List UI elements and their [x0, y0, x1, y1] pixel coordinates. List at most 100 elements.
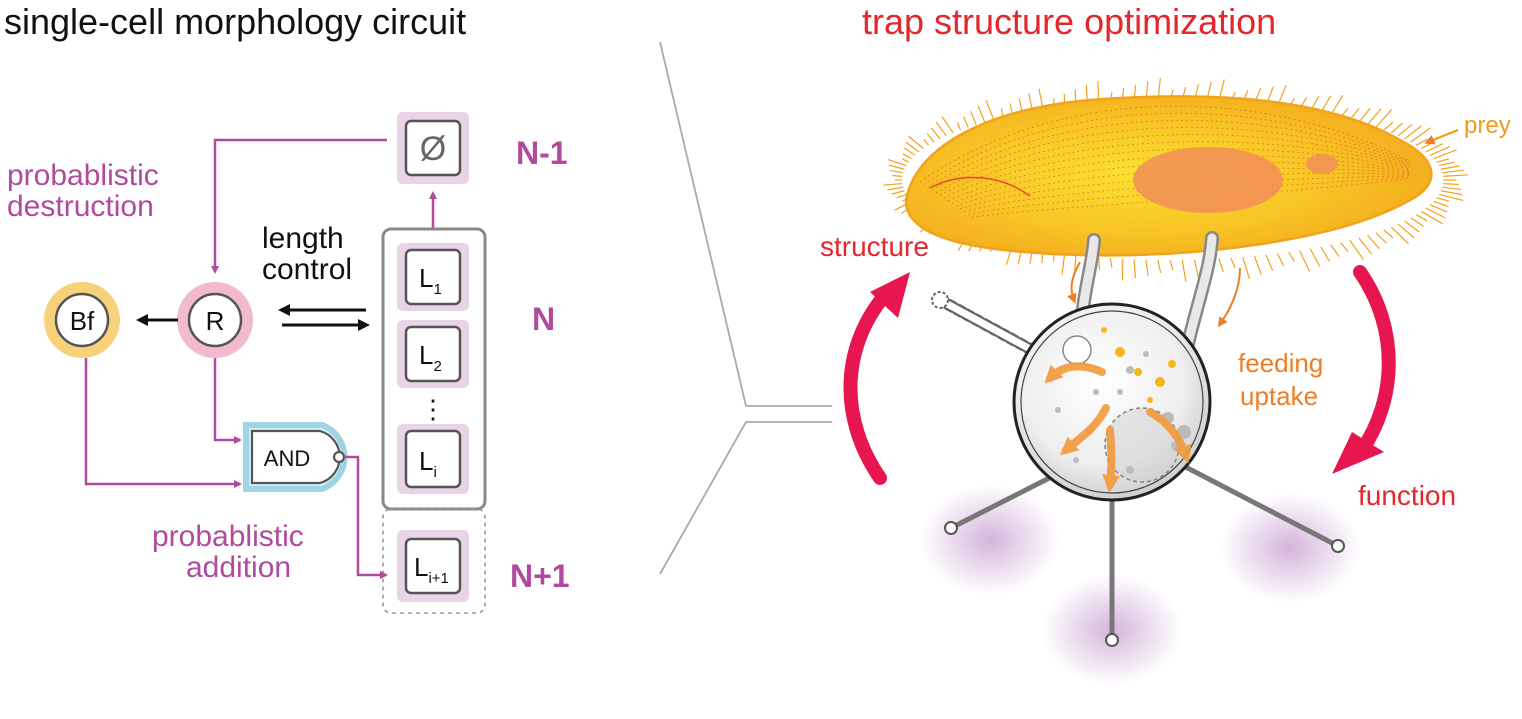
cilium — [1169, 259, 1174, 271]
structure-arrow — [843, 289, 891, 485]
l-box-1: L1 — [397, 243, 469, 311]
glow-left — [920, 485, 1060, 595]
svg-text:Li: Li — [419, 446, 437, 481]
bf-node: Bf — [44, 282, 120, 358]
vesicle — [1101, 327, 1107, 333]
cilium — [1438, 161, 1455, 167]
cilium — [896, 193, 907, 199]
cilium — [985, 100, 995, 120]
cilium — [1404, 125, 1422, 140]
prey-stripe — [931, 127, 1411, 191]
l-box-2-base: L — [419, 340, 433, 370]
cilium — [1145, 259, 1149, 276]
cilium — [1421, 210, 1443, 225]
cilium — [908, 135, 924, 150]
cilium — [1410, 217, 1424, 227]
and-gate-label: AND — [264, 446, 310, 471]
cilium — [1121, 258, 1124, 281]
cilium — [963, 116, 969, 128]
cilium — [1288, 251, 1295, 262]
cilium — [1443, 174, 1469, 178]
prey-stripe — [935, 134, 1411, 194]
cilium — [956, 122, 962, 131]
cilium — [902, 158, 910, 163]
cilium — [926, 133, 935, 143]
cilium — [1298, 250, 1311, 272]
label-n: N — [532, 301, 555, 337]
feeding-arrow-right — [1217, 267, 1241, 328]
cilium — [1429, 145, 1451, 156]
length-control-line1: length — [262, 222, 344, 255]
cilium — [1276, 253, 1285, 267]
cilium — [1442, 186, 1462, 191]
feeding-label-line1: feeding — [1238, 348, 1323, 378]
cilium — [1375, 109, 1393, 128]
prey-pointer-arrow — [1424, 128, 1459, 145]
addition-label-line1: probablistic — [152, 520, 304, 553]
feeding-arrow-left — [1067, 261, 1081, 304]
vesicle — [1147, 397, 1153, 403]
vesicle — [1117, 389, 1123, 395]
vesicle — [1155, 377, 1165, 387]
cilium — [1429, 204, 1448, 213]
cilium — [1436, 158, 1450, 163]
cilium — [1133, 259, 1137, 279]
empty-set-box: Ø — [397, 112, 469, 184]
cilium — [1358, 108, 1371, 123]
prey-stripe — [947, 154, 1411, 202]
l-box-1-sub: 1 — [433, 281, 441, 298]
function-label: function — [1358, 480, 1456, 511]
cilium — [1265, 254, 1274, 271]
cilium — [1443, 182, 1460, 186]
cilium — [1358, 237, 1373, 255]
retracting-arm — [931, 291, 1038, 356]
prey-label: prey — [1464, 112, 1511, 139]
cilium — [1397, 223, 1415, 239]
vesicle — [1126, 466, 1134, 474]
cilium — [1440, 165, 1460, 170]
empty-set-symbol: Ø — [420, 130, 446, 168]
glow-right — [1220, 493, 1360, 603]
cilium — [1375, 232, 1387, 244]
cilium — [1415, 214, 1428, 222]
addition-label-line2: addition — [186, 551, 291, 584]
cilium — [1218, 258, 1224, 272]
cilium — [1061, 253, 1066, 275]
r-node: R — [177, 282, 253, 358]
l-box-2-sub: 2 — [433, 358, 441, 375]
structure-label: structure — [820, 231, 929, 262]
cilium — [1390, 226, 1409, 245]
cilium — [930, 127, 941, 140]
addition-stack-outline — [382, 508, 486, 614]
cilium — [1383, 229, 1394, 239]
svg-text:L2: L2 — [419, 340, 442, 375]
zoom-connector — [659, 41, 832, 575]
prey-oral-groove — [929, 176, 1031, 197]
destruction-label-line1: probablistic — [7, 159, 159, 192]
cilium — [1230, 257, 1236, 269]
svg-text:L1: L1 — [419, 263, 442, 298]
vesicle — [1115, 347, 1125, 357]
cilium — [1181, 259, 1187, 283]
l-box-i-plus-1: Li+1 — [397, 530, 469, 602]
bf-label: Bf — [70, 306, 95, 336]
feeding-label-line2: uptake — [1240, 381, 1318, 411]
addition-path — [344, 455, 388, 579]
cilium — [1404, 220, 1420, 233]
bf-to-and-path — [84, 358, 242, 488]
cilium — [941, 115, 954, 134]
vesicle — [1093, 389, 1099, 395]
cilium — [1242, 256, 1251, 279]
prey-stripe — [943, 148, 1411, 199]
l-box-i-sub: i — [433, 464, 436, 481]
prey-stripe — [927, 120, 1411, 188]
cilium — [1109, 257, 1113, 268]
cilium — [1367, 234, 1380, 250]
cilium — [888, 164, 905, 170]
cilium — [903, 147, 916, 156]
tentacle-tips — [944, 521, 1345, 647]
l-box-i-base: L — [419, 446, 433, 476]
cilium — [887, 159, 907, 167]
internal-transport-arrows — [1044, 362, 1192, 493]
l-box-1-base: L — [419, 263, 433, 293]
